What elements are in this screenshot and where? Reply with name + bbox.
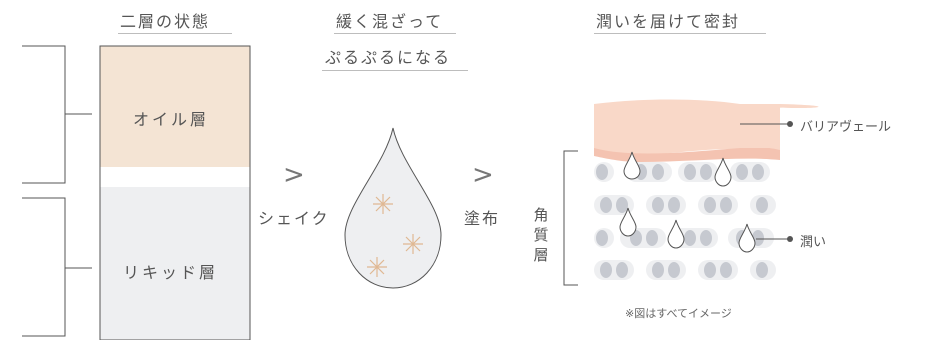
shake-arrow-icon: > — [283, 160, 305, 190]
mix-heading-line2: ぷるぷるになる — [325, 48, 452, 67]
apply-label: 塗布 — [464, 209, 501, 228]
drop-shape — [344, 127, 442, 289]
cell-row — [594, 260, 776, 280]
mix-heading-line1: 緩く混ざって — [336, 12, 444, 31]
liquid-bracket — [22, 197, 92, 337]
stratum-char: 質 — [533, 226, 549, 244]
barrier-veil — [594, 99, 819, 162]
sparkle-icon — [403, 234, 423, 254]
mix-heading-underline-1 — [334, 33, 456, 34]
mixed-drop — [344, 127, 442, 289]
oil-layer-label: オイル層 — [133, 110, 210, 129]
cell-row — [594, 162, 770, 182]
moisture-callout-leader — [756, 236, 793, 242]
shake-label: シェイク — [258, 209, 330, 228]
stratum-char: 角 — [533, 206, 549, 224]
bottle-outline — [99, 45, 251, 340]
stratum-char: 層 — [533, 246, 549, 264]
stratum-bracket — [563, 150, 578, 286]
two-layer-heading: 二層の状態 — [120, 12, 211, 31]
sparkle-icon — [367, 257, 387, 277]
mix-heading-underline-2 — [322, 70, 468, 71]
barrier-callout-leader — [740, 121, 793, 127]
oil-bracket — [22, 45, 92, 184]
barrier-veil-label: バリアヴェール — [800, 120, 892, 135]
stratum-corneum-label: 角 質 層 — [533, 205, 549, 265]
apply-arrow-icon: > — [472, 160, 494, 190]
moisture-label: 潤い — [800, 235, 827, 250]
moisture-droplet-icon — [619, 151, 756, 253]
cell-row — [594, 195, 776, 215]
sparkle-icon — [373, 194, 393, 214]
image-note: ※図はすべてイメージ — [625, 307, 732, 320]
liquid-layer — [100, 187, 250, 340]
oil-layer — [100, 46, 250, 167]
seal-heading-underline — [594, 33, 766, 34]
two-layer-heading-underline — [118, 33, 232, 34]
seal-heading: 潤いを届けて密封 — [596, 12, 741, 31]
two-layer-bottle — [99, 45, 251, 340]
liquid-layer-label: リキッド層 — [123, 263, 219, 282]
